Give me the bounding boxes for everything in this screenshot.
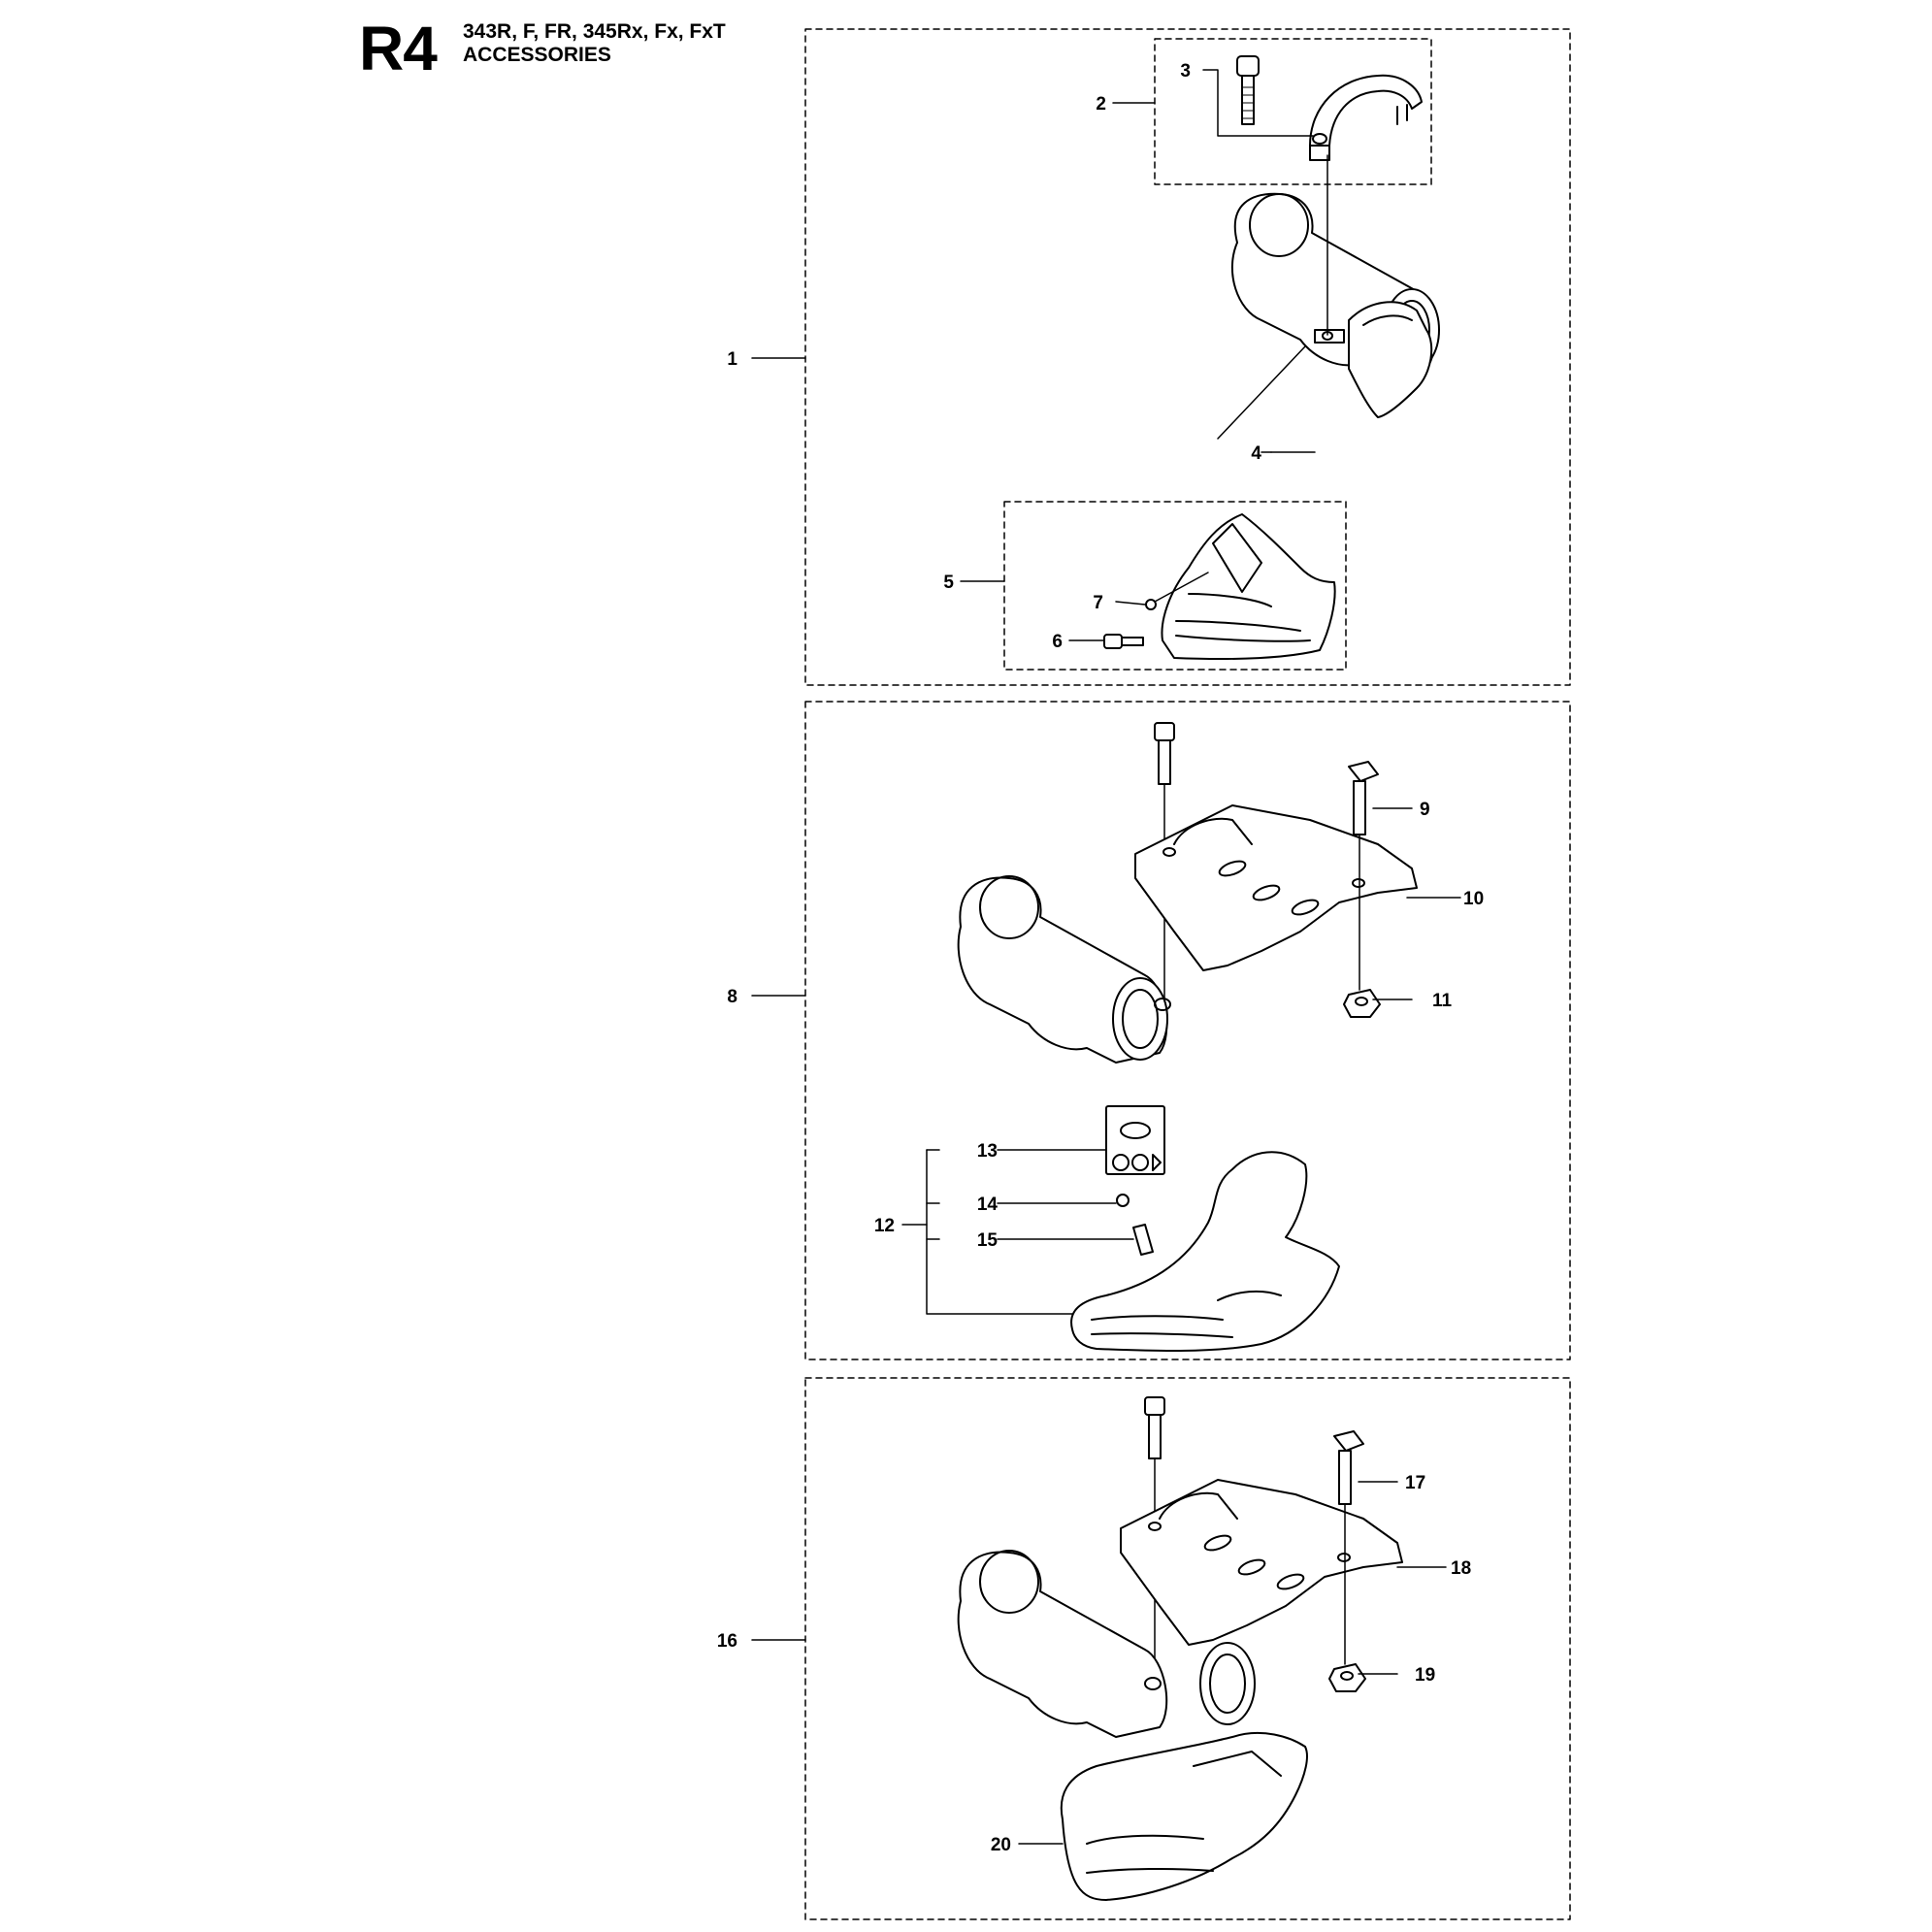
callout-16: 16: [717, 1631, 737, 1652]
shield-part-18: [1120, 1479, 1403, 1646]
group-box-8: [804, 701, 1571, 1360]
shield-part-10: [1134, 804, 1418, 971]
bolt-part-9: [1348, 761, 1379, 835]
callout-15: 15: [977, 1230, 999, 1251]
callout-1: 1: [727, 349, 737, 370]
callout-19: 19: [1415, 1665, 1435, 1686]
bolt-part-16-top: [1144, 1396, 1165, 1459]
clamp-part-2: [1309, 74, 1423, 161]
subgroup-box-5: [1003, 501, 1347, 671]
callout-12: 12: [874, 1216, 895, 1236]
washer-part-7: [1145, 599, 1157, 610]
plate-part-15: [1132, 1224, 1154, 1256]
callout-5: 5: [943, 573, 954, 593]
callout-20: 20: [991, 1835, 1011, 1855]
callout-9: 9: [1420, 800, 1430, 820]
callout-10: 10: [1463, 889, 1484, 909]
callout-6: 6: [1052, 632, 1063, 652]
nut-part-11: [1343, 989, 1381, 1018]
bolt-part-17: [1333, 1430, 1364, 1505]
gearbox-part-8: [957, 875, 1171, 1064]
guard-part-12: [1070, 1151, 1340, 1353]
callout-4: 4: [1251, 443, 1261, 464]
nut-part-19: [1328, 1663, 1366, 1692]
callout-7: 7: [1093, 593, 1103, 613]
group-box-16: [804, 1377, 1571, 1920]
plate-part-4: [1314, 301, 1433, 418]
model-list: 343R, F, FR, 345Rx, Fx, FxT: [463, 20, 726, 43]
screw-part-3: [1236, 55, 1260, 125]
bolt-part-6: [1103, 634, 1144, 649]
gearbox-part-16: [957, 1550, 1256, 1738]
callout-8: 8: [727, 987, 737, 1007]
decal-part-13: [1105, 1105, 1165, 1175]
page-code: R4: [359, 14, 438, 83]
callout-11: 11: [1432, 991, 1453, 1011]
subgroup-box-2: [1154, 38, 1432, 185]
screw-part-14: [1116, 1194, 1130, 1207]
group-box-1: [804, 28, 1571, 686]
callout-3: 3: [1180, 61, 1191, 82]
callout-17: 17: [1405, 1473, 1425, 1493]
callout-14: 14: [977, 1195, 999, 1215]
bolt-part-8-top: [1154, 722, 1175, 785]
page-title: ACCESSORIES: [463, 44, 611, 66]
callout-18: 18: [1451, 1558, 1471, 1579]
guard-part-20: [1060, 1731, 1308, 1901]
callout-13: 13: [977, 1141, 998, 1162]
callout-2: 2: [1096, 94, 1106, 115]
guard-part-5: [1161, 513, 1336, 661]
